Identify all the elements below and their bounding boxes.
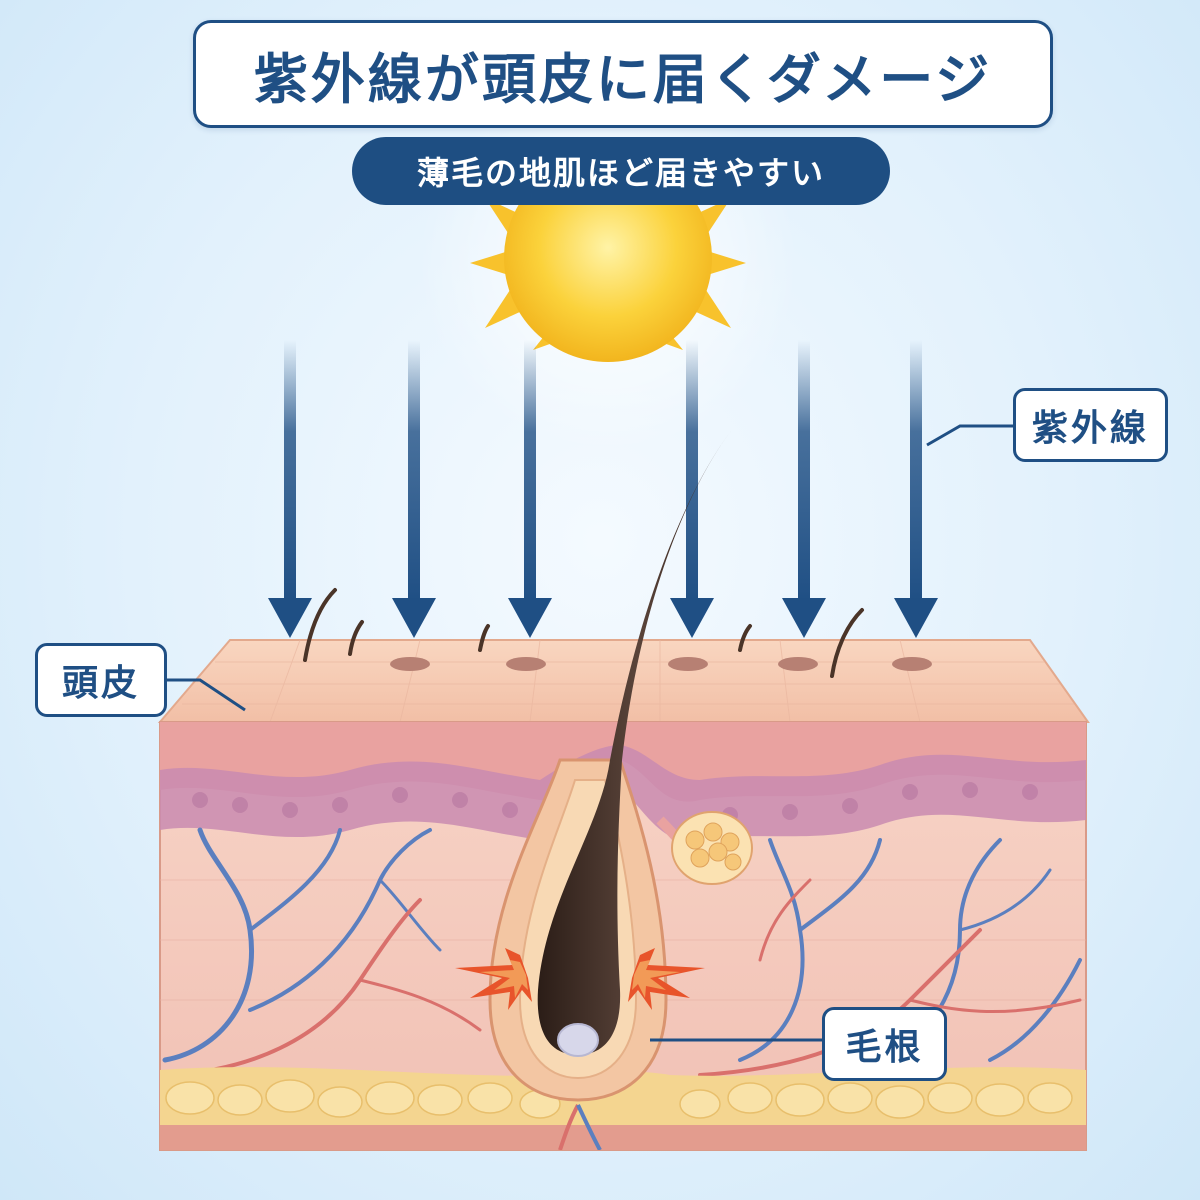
- arrow-down-icon: [508, 340, 552, 638]
- scalp-surface: [157, 639, 1090, 723]
- callout-hair-root-label: 毛根: [845, 1027, 924, 1068]
- callout-scalp: 頭皮: [35, 643, 167, 717]
- arrow-down-icon: [268, 340, 312, 638]
- basal-layer: [160, 745, 1086, 842]
- skin-cross-section: [157, 422, 1090, 1151]
- hair-shaft: [537, 422, 738, 1055]
- sebaceous-gland: [656, 811, 753, 885]
- title-box: 紫外線が頭皮に届くダメージ: [193, 20, 1053, 128]
- page-title: 紫外線が頭皮に届くダメージ: [253, 47, 993, 111]
- leader-lines: [167, 424, 1013, 1042]
- arrow-down-icon: [670, 340, 714, 638]
- small-hairs: [303, 588, 864, 678]
- dermal-papilla: [557, 1023, 599, 1057]
- subtitle-pill: 薄毛の地肌ほど届きやすい: [352, 137, 890, 205]
- callout-hair-root: 毛根: [822, 1007, 947, 1081]
- sun-icon: [418, 72, 798, 452]
- callout-uv: 紫外線: [1013, 388, 1168, 462]
- burst-icon: [628, 948, 705, 1010]
- arrow-down-icon: [782, 340, 826, 638]
- burst-icon: [455, 948, 532, 1010]
- arrow-down-icon: [392, 340, 436, 638]
- page-subtitle: 薄毛の地肌ほど届きやすい: [416, 154, 825, 192]
- arrow-down-icon: [894, 340, 938, 638]
- callout-uv-label: 紫外線: [1031, 408, 1149, 449]
- callout-scalp-label: 頭皮: [61, 663, 140, 704]
- uv-rays: [268, 340, 938, 638]
- follicle-openings: [390, 657, 932, 671]
